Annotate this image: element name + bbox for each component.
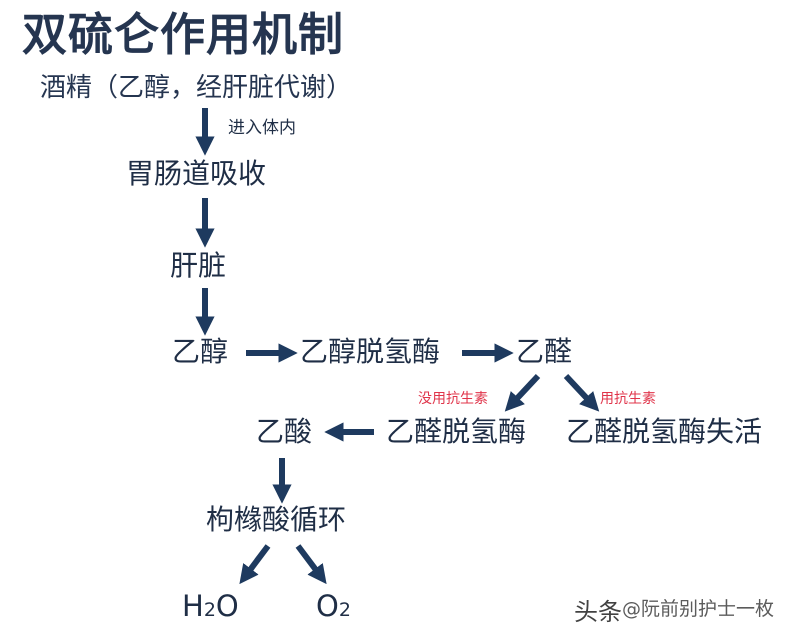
watermark-right: @阮前别护士一枚	[622, 598, 775, 620]
label-enter-body: 进入体内	[228, 118, 296, 138]
oxygen-o: O	[316, 589, 339, 623]
arrow-tca-to-water	[239, 544, 271, 585]
node-alcohol-dehydrogenase: 乙醇脱氢酶	[300, 335, 441, 368]
diagram-subtitle: 酒精（乙醇，经肝脏代谢）	[40, 73, 353, 103]
node-aldehyde-dehydrogenase: 乙醛脱氢酶	[386, 415, 527, 448]
oxygen-subscript: 2	[338, 599, 351, 621]
node-oxygen: O2	[316, 592, 351, 621]
watermark-left: 头条	[574, 598, 622, 626]
water-subscript: 2	[203, 599, 216, 621]
water-o: O	[215, 589, 239, 623]
arrow-acetaldehyde-to-aldh	[504, 373, 541, 412]
water-h: H	[182, 589, 204, 623]
arrow-acetaldehyde-to-aldh-inactive	[563, 373, 600, 412]
node-gi-absorption: 胃肠道吸收	[126, 157, 267, 190]
node-liver: 肝脏	[170, 249, 227, 282]
label-with-antibiotic: 用抗生素	[600, 391, 656, 407]
diagram-title: 双硫仑作用机制	[22, 8, 345, 61]
node-citric-acid-cycle: 枸橼酸循环	[206, 503, 347, 536]
node-aldh-inactivated: 乙醛脱氢酶失活	[566, 415, 763, 448]
node-water: H2O	[182, 592, 239, 621]
arrow-tca-to-oxygen	[295, 544, 327, 585]
node-ethanol: 乙醇	[172, 335, 229, 368]
node-acetic-acid: 乙酸	[256, 415, 313, 448]
node-acetaldehyde: 乙醛	[516, 335, 573, 368]
label-no-antibiotic: 没用抗生素	[418, 391, 488, 407]
